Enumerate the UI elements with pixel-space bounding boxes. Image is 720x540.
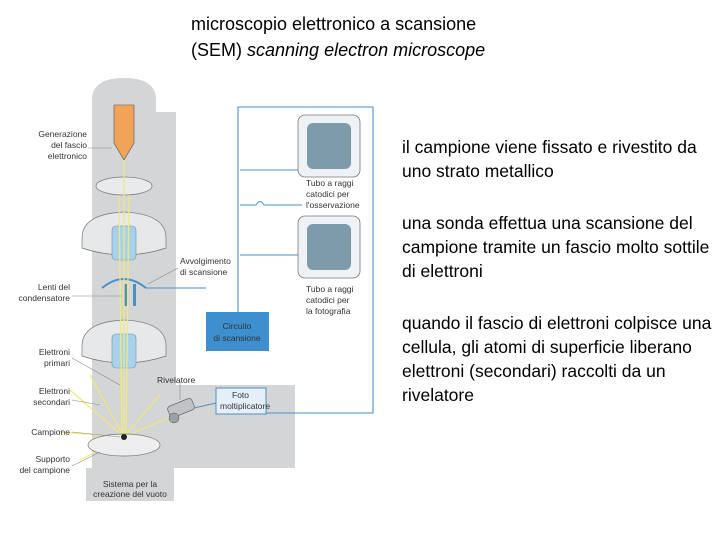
detector-label: Rivelatore [157,375,196,385]
page-title: microscopio elettronico a scansione (SEM… [191,11,485,63]
photomultiplier-label-1: Foto [232,390,249,400]
scan-coil-left [124,284,127,306]
crt-observation-label-2: catodici per [306,189,350,199]
title-line-1: microscopio elettronico a scansione [191,14,477,34]
title-line-2: (SEM) scanning electron microscope [191,37,485,63]
photomultiplier-box [215,387,267,415]
photomultiplier-label-2: moltiplicatore [220,401,270,411]
gun-label-1: Generazione [38,129,87,139]
electron-gun-icon [113,104,135,161]
stage-label-2: del campione [19,465,70,475]
primary-electrons-label-1: Elettroni [39,347,70,357]
condenser-label-2: condensatore [18,293,70,303]
title-english: scanning electron microscope [247,40,486,60]
secondary-electrons-label-2: secondari [33,397,70,407]
scan-circuit-box [206,312,269,351]
scan-circuit-label-1: Circuito [223,321,252,331]
scan-circuit-label-2: di scansione [213,333,261,343]
column-body [92,78,295,468]
crt-photography-label-1: Tubo a raggi [306,284,354,294]
condenser-label-1: Lenti del [38,282,70,292]
description-item-3: quando il fascio di elettroni colpisce u… [402,313,712,405]
title-abbreviation: (SEM) [191,40,242,60]
primary-electrons-label-2: primari [44,358,70,368]
sem-diagram: Circuito di scansione Foto moltiplicator… [18,78,374,501]
wiring [146,106,374,414]
scan-coil-label-2: di scansione [180,267,228,277]
gun-label-2: del fascio [51,140,87,150]
crt-observation-label-1: Tubo a raggi [306,178,354,188]
vacuum-label-1: Sistema per la [103,479,158,489]
leader-lines [71,147,181,467]
vacuum-system-block [86,468,174,501]
specimen-label: Campione [31,427,70,437]
description-list: il campione viene fissato e rivestito da… [402,135,717,435]
crt-observation-icon [297,114,361,178]
vacuum-label-2: creazione del vuoto [93,489,167,499]
crt-photography-icon [297,215,361,279]
secondary-electrons-label-1: Elettroni [39,386,70,396]
stage-label-1: Supporto [36,454,71,464]
description-item-1: il campione viene fissato e rivestito da… [402,137,697,181]
detector-icon [167,398,195,424]
crt-photography-label-3: la fotografia [306,306,351,316]
gun-label-3: elettronico [48,151,87,161]
crt-observation-label-3: l'osservazione [306,200,360,210]
specimen-icon [121,434,127,440]
scan-coil-label-1: Avvolgimento [180,256,231,266]
description-item-2: una sonda effettua una scansione del cam… [402,213,710,281]
scan-coil-right [133,284,136,306]
crt-photography-label-2: catodici per [306,295,350,305]
